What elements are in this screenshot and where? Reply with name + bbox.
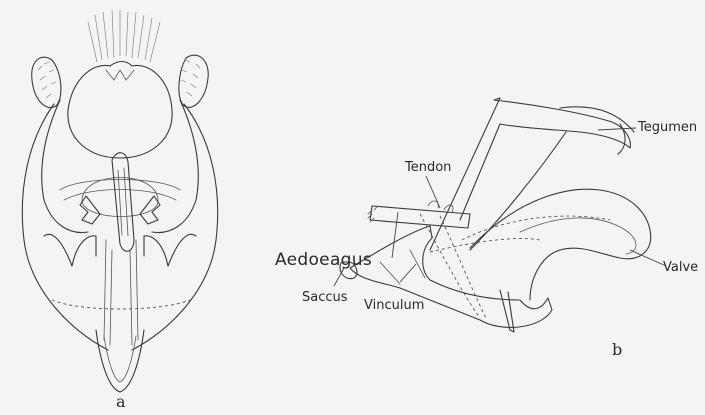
dotted-margin xyxy=(52,300,190,309)
panel-b-drawing xyxy=(334,98,666,332)
aedoeagus-b xyxy=(370,206,470,228)
uncus-hook xyxy=(560,107,634,154)
label-aedoeagus: Aedoeagus xyxy=(275,250,372,270)
tegumen-hood xyxy=(68,62,172,159)
right-clasper xyxy=(179,55,208,107)
aedoeagus-a xyxy=(112,153,134,252)
right-spiny-process xyxy=(140,196,160,224)
leader-saccus xyxy=(334,268,344,286)
right-clasper-setae xyxy=(181,60,200,96)
right-lower-lobe xyxy=(144,234,196,266)
left-spiny-process xyxy=(80,196,100,224)
leader-vinculum xyxy=(400,264,416,282)
saccus-tip-inner xyxy=(104,336,136,382)
saccus-tip-a xyxy=(96,330,144,392)
left-clasper-setae xyxy=(38,62,56,98)
right-valve-arm xyxy=(132,104,218,350)
aedoeagus-b-hatch xyxy=(368,206,378,222)
panel-a-drawing xyxy=(22,10,217,392)
left-lower-lobe xyxy=(44,234,96,266)
left-valve-arm xyxy=(22,104,108,350)
panel-label-b: b xyxy=(612,340,622,359)
label-vinculum: Vinculum xyxy=(364,298,424,313)
label-tegumen: Tegumen xyxy=(638,120,697,135)
left-clasper xyxy=(32,57,61,107)
left-inner-arm xyxy=(42,100,88,233)
aedoeagus-a-inner xyxy=(118,168,128,236)
panel-label-a: a xyxy=(116,392,126,411)
hood-notch xyxy=(106,70,134,80)
right-inner-arm xyxy=(152,100,198,233)
leader-aedoeagus xyxy=(392,212,398,258)
lower-spine xyxy=(500,290,514,332)
leader-tendon xyxy=(426,176,440,208)
label-saccus: Saccus xyxy=(302,290,348,305)
shaft-lines xyxy=(104,240,138,345)
hair-tuft xyxy=(88,10,160,62)
label-tendon: Tendon xyxy=(405,160,451,175)
valve-dashed xyxy=(430,216,610,252)
tegumen-rear-edge xyxy=(470,132,566,250)
label-valve: Valve xyxy=(663,260,698,275)
aedoeagus-b-dashed xyxy=(420,214,486,318)
valve-outline xyxy=(470,189,651,300)
leader-tegumen xyxy=(598,128,636,130)
